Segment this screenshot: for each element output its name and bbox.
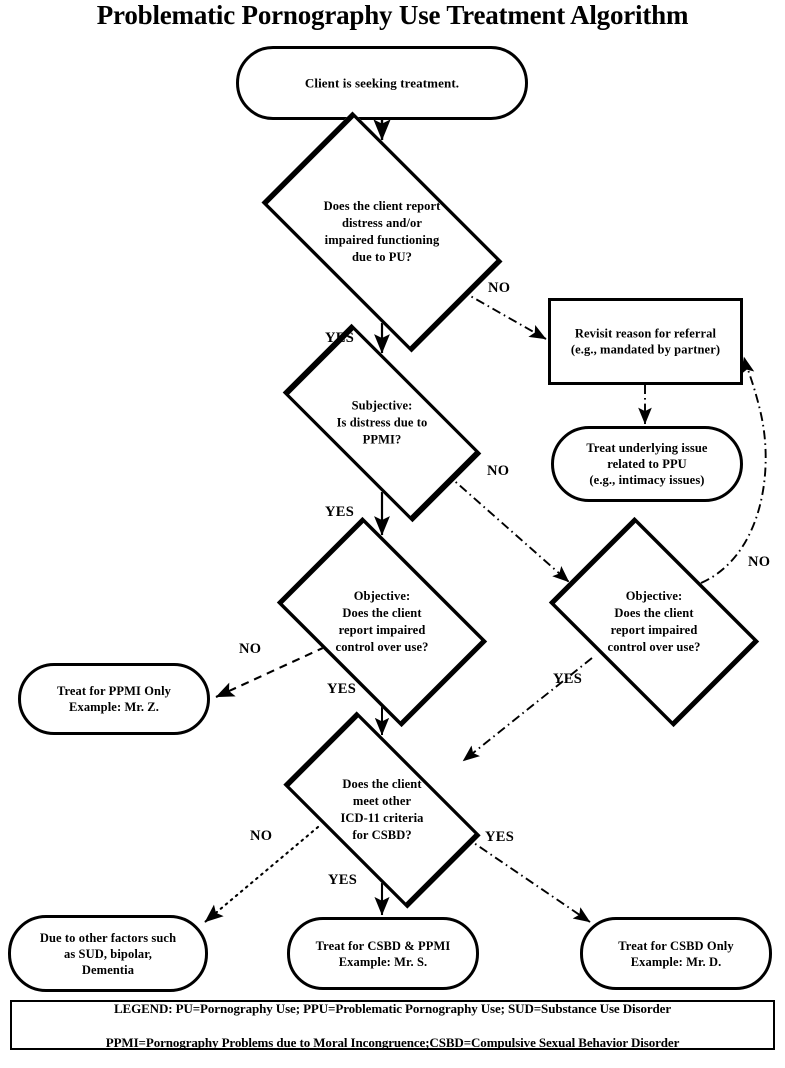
- page-title: Problematic Pornography Use Treatment Al…: [96, 0, 689, 30]
- node-treat-ppmi-only[interactable]: Treat for PPMI Only Example: Mr. Z.: [18, 663, 210, 735]
- node-decision-objective-right[interactable]: Objective: Does the client report impair…: [530, 516, 778, 727]
- edge-label-icd11-yes-right: YES: [485, 829, 515, 845]
- node-treat-csbd-only-label: Treat for CSBD Only Example: Mr. D.: [618, 938, 734, 969]
- node-treat-csbd-only[interactable]: Treat for CSBD Only Example: Mr. D.: [580, 917, 772, 990]
- legend-text: LEGEND: PU=Pornography Use; PPU=Problema…: [106, 983, 680, 1068]
- node-treat-csbd-and-ppmi-label: Treat for CSBD & PPMI Example: Mr. S.: [315, 938, 451, 969]
- node-treat-underlying-issue-label: Treat underlying issue related to PPU (e…: [586, 441, 708, 487]
- node-revisit-referral[interactable]: Revisit reason for referral (e.g., manda…: [548, 298, 743, 385]
- node-decision-icd11-csbd-label: Does the client meet other ICD-11 criter…: [340, 776, 424, 842]
- node-other-factors[interactable]: Due to other factors such as SUD, bipola…: [8, 915, 208, 992]
- node-revisit-referral-label: Revisit reason for referral (e.g., manda…: [570, 326, 721, 357]
- node-decision-objective-right-label: Objective: Does the client report impair…: [607, 588, 701, 654]
- node-decision-subjective[interactable]: Subjective: Is distress due to PPMI?: [252, 323, 512, 523]
- node-start-label: Client is seeking treatment.: [304, 75, 460, 91]
- edge-label-d2-yes: YES: [325, 504, 355, 520]
- edge-label-d1-yes: YES: [325, 330, 355, 346]
- edge-label-d1-no: NO: [488, 280, 511, 296]
- node-decision-objective-left[interactable]: Objective: Does the client report impair…: [258, 516, 506, 727]
- node-start[interactable]: Client is seeking treatment.: [236, 46, 528, 120]
- node-other-factors-label: Due to other factors such as SUD, bipola…: [39, 930, 177, 977]
- edge-label-icd11-yes-down: YES: [328, 872, 358, 888]
- node-decision-objective-left-label: Objective: Does the client report impair…: [335, 588, 429, 654]
- edge-label-d2-no: NO: [487, 463, 510, 479]
- edge-label-objective-right-yes: YES: [553, 671, 583, 687]
- edge-label-objective-left-yes: YES: [327, 681, 357, 697]
- edge-label-icd11-no: NO: [250, 828, 273, 844]
- edge-label-objective-right-no: NO: [748, 554, 771, 570]
- edge-label-objective-left-no: NO: [239, 641, 262, 657]
- node-treat-csbd-and-ppmi[interactable]: Treat for CSBD & PPMI Example: Mr. S.: [287, 917, 479, 990]
- legend-line-2: PPMI=Pornography Problems due to Moral I…: [105, 1034, 680, 1050]
- node-decision-distress[interactable]: Does the client report distress and/or i…: [232, 111, 532, 353]
- legend-line-1: LEGEND: PU=Pornography Use; PPU=Problema…: [113, 1000, 672, 1016]
- node-treat-ppmi-only-label: Treat for PPMI Only Example: Mr. Z.: [56, 684, 172, 714]
- node-decision-icd11-csbd[interactable]: Does the client meet other ICD-11 criter…: [258, 710, 506, 909]
- legend-box: LEGEND: PU=Pornography Use; PPU=Problema…: [10, 1000, 775, 1050]
- node-decision-subjective-label: Subjective: Is distress due to PPMI?: [336, 398, 428, 447]
- node-treat-underlying-issue[interactable]: Treat underlying issue related to PPU (e…: [551, 426, 743, 502]
- node-decision-distress-label: Does the client report distress and/or i…: [323, 199, 441, 264]
